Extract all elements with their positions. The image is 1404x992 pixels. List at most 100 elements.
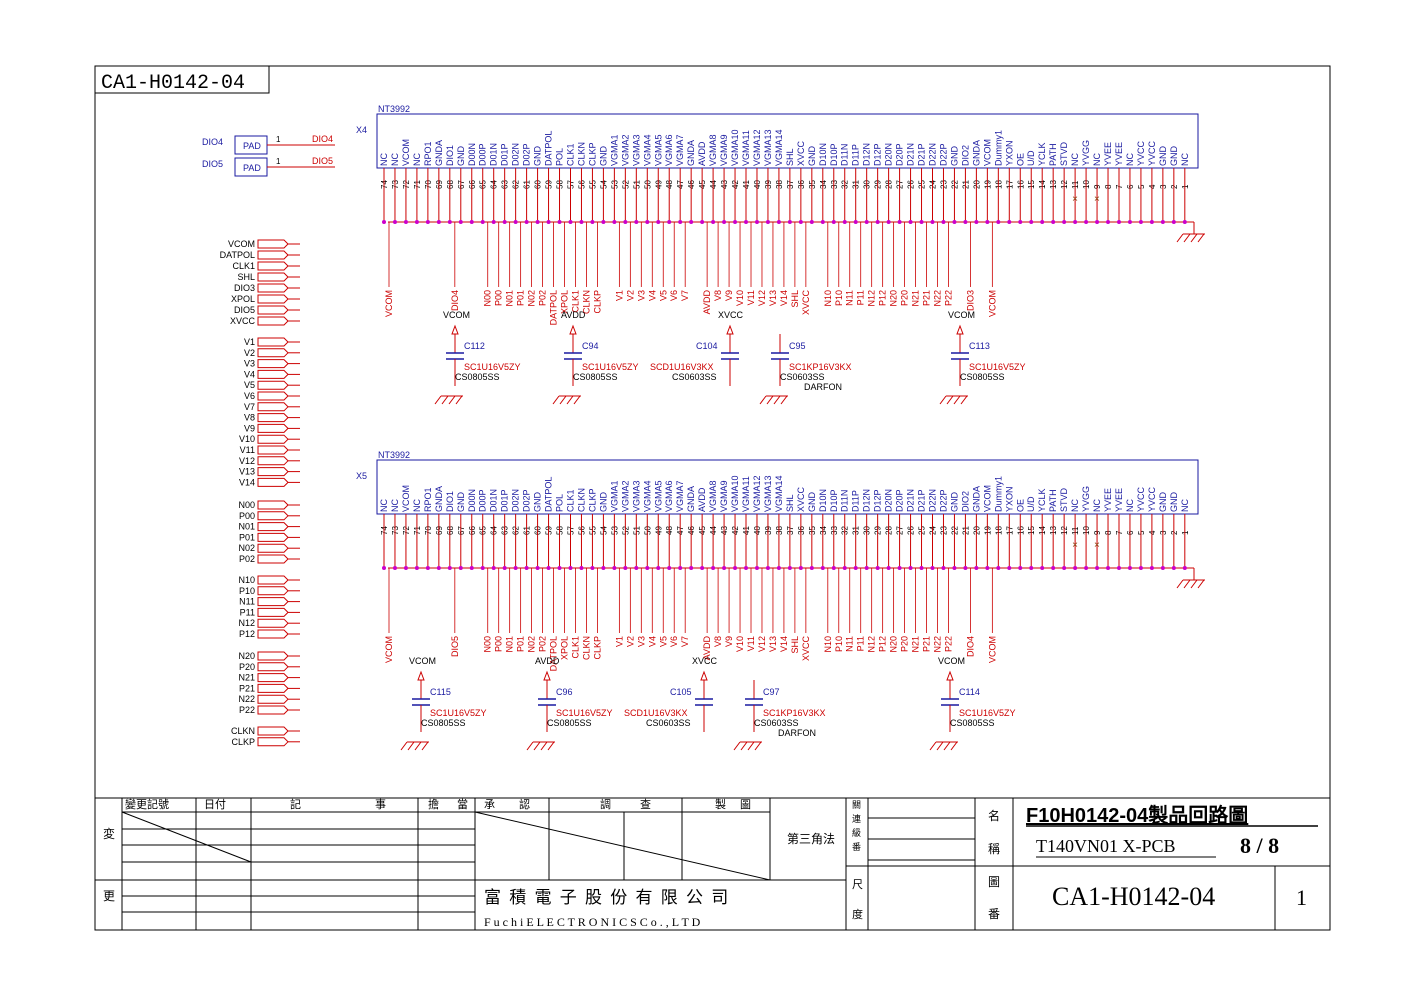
junction-dot xyxy=(524,220,529,224)
pin-name: D10P xyxy=(829,489,839,512)
net-label: AVDD xyxy=(702,636,712,661)
junction-dot xyxy=(447,220,452,224)
pin-name: VCOM xyxy=(401,139,411,166)
net-label: VCOM xyxy=(384,290,394,317)
junction-dot xyxy=(601,566,606,570)
cap-value: SC1KP16V3KX xyxy=(763,708,826,718)
pin-name: DATPOL xyxy=(544,131,554,166)
net-label: N21 xyxy=(911,636,921,653)
pin-name: VGMA1 xyxy=(609,480,619,512)
net-label: CLK1 xyxy=(570,636,580,659)
cap-package: CS0805SS xyxy=(421,718,466,728)
cap-value: SC1U16V5ZY xyxy=(582,362,639,372)
junction-dot xyxy=(842,220,847,224)
port-p10: P10 xyxy=(239,586,300,596)
power-label: VCOM xyxy=(443,310,470,320)
port-n12: N12 xyxy=(238,618,300,628)
page-number: 8 / 8 xyxy=(1240,833,1279,858)
pin-name: YVCC xyxy=(1147,140,1157,166)
junction-dot xyxy=(1116,220,1121,224)
junction-dot xyxy=(1062,566,1067,570)
pin-name: AVDD xyxy=(697,141,707,166)
pin-name: VGMA10 xyxy=(730,129,740,166)
port-v4: V4 xyxy=(244,369,300,379)
ground-symbol xyxy=(939,395,968,405)
junction-dot xyxy=(754,220,759,224)
sheet-code-box xyxy=(94,65,270,94)
port-label: V12 xyxy=(239,456,255,466)
net-label: CLKP xyxy=(592,290,602,314)
port-n10: N10 xyxy=(238,575,300,585)
pad-net: DIO5 xyxy=(202,159,223,169)
junction-dot xyxy=(744,220,749,224)
pin-name: VGMA8 xyxy=(708,480,718,512)
pin-name: VGMA8 xyxy=(708,134,718,166)
junction-dot xyxy=(700,566,705,570)
cap-value: SC1U16V5ZY xyxy=(464,362,521,372)
ground-symbol xyxy=(929,741,958,751)
hdr-record-1: 記 xyxy=(290,797,301,811)
net-label: N20 xyxy=(889,636,899,653)
drawing-title: F10H0142-04製品回路圖 xyxy=(1026,803,1248,827)
junction-dot xyxy=(513,220,518,224)
port-label: XPOL xyxy=(231,294,255,304)
port-list: VCOMDATPOLCLK1SHLDIO3XPOLDIO5XVCCV1V2V3V… xyxy=(220,239,300,747)
pin-name: VGMA11 xyxy=(741,130,751,166)
pad-net-out: DIO5 xyxy=(312,156,333,166)
part-name: NT3992 xyxy=(378,104,410,114)
port-v11: V11 xyxy=(240,445,300,455)
port-label: N21 xyxy=(238,673,255,683)
net-label: V8 xyxy=(713,636,723,647)
net-label: V5 xyxy=(658,290,668,301)
junction-dot xyxy=(897,566,902,570)
junction-dot xyxy=(612,566,617,570)
port-v3: V3 xyxy=(244,359,300,369)
pin-name: D11N xyxy=(840,490,850,512)
cap-value: SC1U16V5ZY xyxy=(969,362,1026,372)
net-label: P12 xyxy=(878,290,888,306)
power-label: XVCC xyxy=(718,310,744,320)
net-label: P11 xyxy=(856,290,866,305)
pin-name: VGMA13 xyxy=(763,475,773,512)
junction-dot xyxy=(787,566,792,570)
junction-dot xyxy=(447,566,452,570)
port-label: V11 xyxy=(240,445,255,455)
port-label: V2 xyxy=(244,348,255,358)
pin-name: VGMA2 xyxy=(620,134,630,166)
pin-name: YVCC xyxy=(1136,486,1146,512)
net-label: P20 xyxy=(900,290,910,306)
pin-name: VGMA14 xyxy=(774,129,784,166)
cap-package: CS0603SS xyxy=(754,718,799,728)
junction-dot xyxy=(941,220,946,224)
net-label: V1 xyxy=(614,636,624,647)
junction-dot xyxy=(1138,220,1143,224)
junction-dot xyxy=(458,220,463,224)
hdr-approve-1: 承 xyxy=(484,798,495,811)
net-label: P10 xyxy=(834,636,844,652)
cap-package: CS0805SS xyxy=(455,372,500,382)
port-p20: P20 xyxy=(239,662,300,672)
pin-name: GND xyxy=(1169,146,1179,167)
net-label: V8 xyxy=(713,290,723,301)
port-dio3: DIO3 xyxy=(234,283,300,293)
no-connect-mark: × xyxy=(1094,194,1100,205)
port-label: V9 xyxy=(244,423,255,433)
port-label: N01 xyxy=(238,522,255,532)
junction-dot xyxy=(645,566,650,570)
pin-name: D11N xyxy=(840,144,850,166)
pin-name: PATH xyxy=(1048,143,1058,166)
pin-name: D10P xyxy=(829,143,839,166)
ground-symbol xyxy=(1176,579,1205,589)
port-n02: N02 xyxy=(238,543,300,553)
pin-name: D10N xyxy=(818,143,828,166)
pin-name: GND xyxy=(598,146,608,167)
power-label: VCOM xyxy=(409,656,436,666)
hdr-approve-2: 認 xyxy=(519,797,530,811)
cap-value: SC1U16V5ZY xyxy=(430,708,487,718)
port-p11: P11 xyxy=(240,607,300,617)
pin-name: GNDA xyxy=(971,486,981,512)
